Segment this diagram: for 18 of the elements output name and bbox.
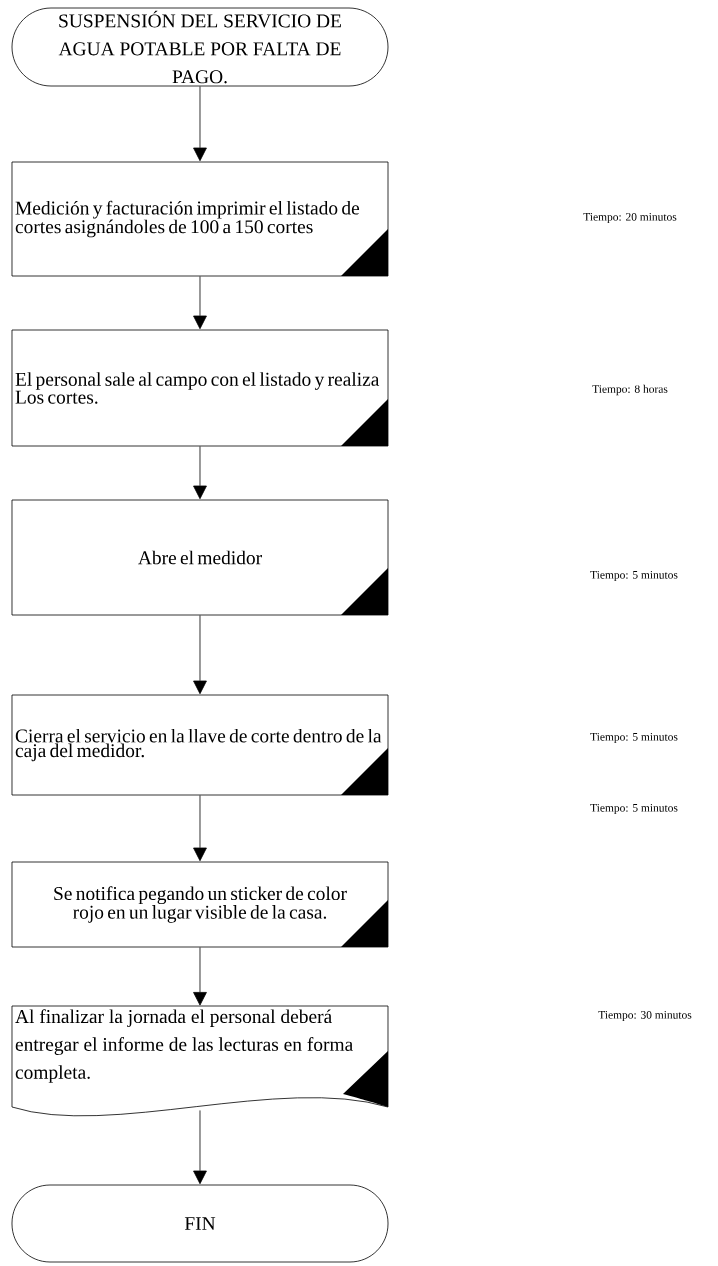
arrow [193, 86, 207, 162]
duration-label: Tiempo: 5 minutos [590, 733, 678, 743]
duration-label: Tiempo: 8 horas [592, 384, 668, 396]
duration-label: Tiempo: 5 minutos [590, 804, 678, 814]
process-box: Abre el medidor [11, 499, 389, 616]
arrow [193, 615, 207, 695]
process-box: Se notifica pegando un sticker de color rojo en un lugar visible de la casa. [11, 861, 389, 948]
arrow [193, 446, 207, 500]
duration-label: Tiempo: 20 minutos [583, 213, 677, 224]
process-box: Cierra el servicio en la llave de corte dentro de la caja del medidor. [11, 694, 389, 796]
arrow [193, 276, 207, 330]
duration-label: Tiempo: 5 minutos [590, 571, 678, 581]
process-box: Medición y facturación imprimir el listado de cortes asignándoles de 100 a 150 cortes [11, 161, 389, 277]
arrow [193, 1110, 207, 1185]
duration-label: Tiempo: 30 minutos [598, 1011, 692, 1022]
process-box: El personal sale al campo con el listado y realiza Los cortes. [11, 329, 389, 447]
arrow [193, 795, 207, 862]
arrow [193, 947, 207, 1006]
